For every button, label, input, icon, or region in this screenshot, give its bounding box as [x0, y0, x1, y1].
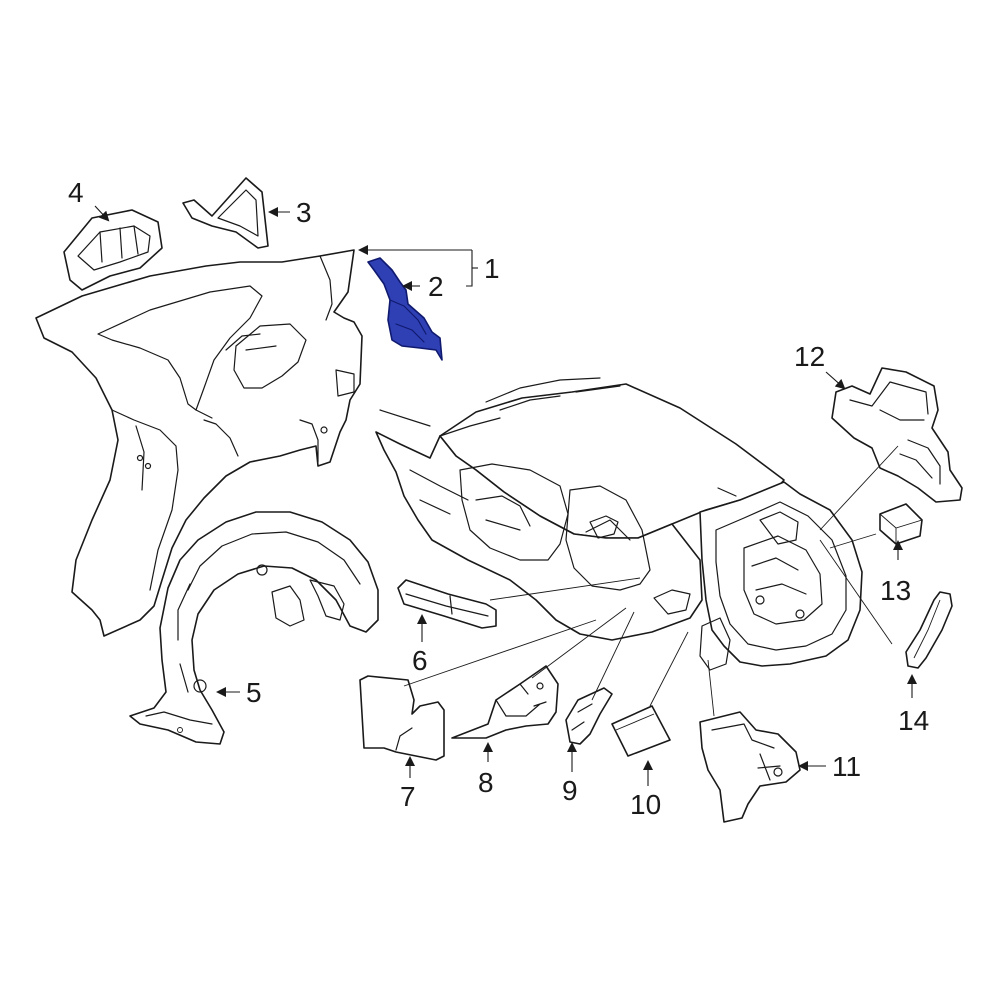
- part-2-highlighted[interactable]: [367, 257, 443, 361]
- part-12-reinforcement[interactable]: [831, 367, 963, 503]
- part-7-pad[interactable]: [359, 675, 445, 761]
- callout-14: 14: [898, 705, 929, 736]
- part-14-strip[interactable]: [905, 591, 953, 669]
- part-5-wheelhouse-liner[interactable]: [129, 511, 379, 745]
- callout-7: 7: [400, 781, 416, 812]
- callout-11: 11: [832, 751, 861, 782]
- part-10-insulator[interactable]: [611, 705, 671, 757]
- quarter-panel[interactable]: [35, 249, 363, 637]
- callout-10: 10: [630, 789, 661, 820]
- callout-1: 1: [484, 253, 500, 284]
- callout-12: 12: [794, 341, 825, 372]
- body-shell[interactable]: [375, 377, 863, 671]
- part-3-bracket[interactable]: [182, 177, 269, 249]
- callout-9: 9: [562, 775, 578, 806]
- part-6-rail[interactable]: [397, 579, 497, 629]
- part-11-housing[interactable]: [699, 711, 801, 823]
- callout-8: 8: [478, 767, 494, 798]
- part-8-bracket[interactable]: [451, 665, 559, 739]
- callout-6: 6: [412, 645, 428, 676]
- part-13-block[interactable]: [879, 503, 923, 545]
- callout-5: 5: [246, 677, 262, 708]
- callout-13: 13: [880, 575, 911, 606]
- callout-2: 2: [428, 271, 444, 302]
- part-9-bracket[interactable]: [565, 687, 613, 745]
- leader-lines: [94, 205, 917, 786]
- callout-labels: 4 3 1 2 5 6 7 8 9 10 11 12 13 14: [68, 177, 929, 820]
- callout-4: 4: [68, 177, 84, 208]
- part-4-reinforcement[interactable]: [63, 209, 163, 291]
- callout-3: 3: [296, 197, 312, 228]
